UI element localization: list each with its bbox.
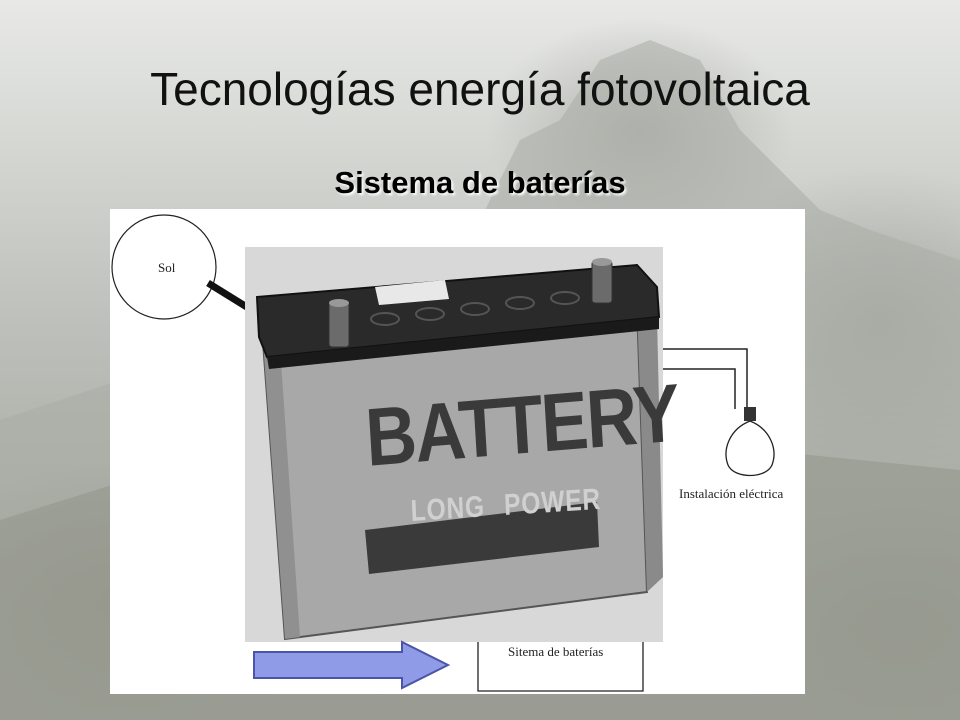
sun-circle [111,214,217,320]
wire-bottom [655,368,736,409]
sun-label: Sol [158,260,176,275]
lightbulb-icon [725,407,775,477]
sun-cable [206,280,252,312]
slide-title: Tecnologías energía fotovoltaica [150,63,810,115]
battery-brand-text: BATTERY [363,367,681,484]
battery-illustration [255,258,663,641]
battery-photo: BATTERY LONG POWER [245,247,681,642]
right-arrow-icon [253,640,451,690]
battery-system-label: Sitema de baterías [508,644,604,659]
installation-label: Instalación eléctrica [679,486,784,501]
wire-top [655,348,748,409]
slide-subtitle: Sistema de baterías [334,165,626,200]
